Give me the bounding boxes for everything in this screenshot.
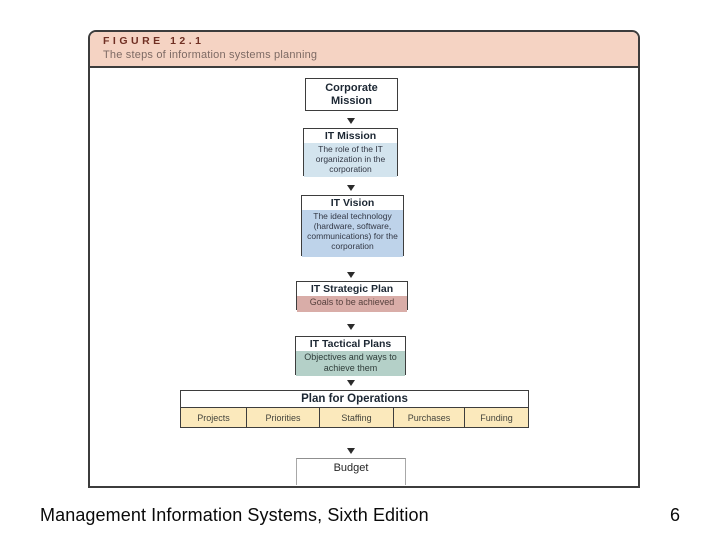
it-strategic-plan-box: IT Strategic Plan Goals to be achieved — [296, 281, 408, 313]
it-tactical-plans-box: IT Tactical Plans Objectives and ways to… — [295, 336, 406, 377]
footer-course-title: Management Information Systems, Sixth Ed… — [40, 505, 429, 525]
it-tactical-plans-body: Objectives and ways to achieve them — [296, 351, 405, 377]
down-arrow-icon — [347, 380, 355, 386]
plan-for-operations-cells: Projects Priorities Staffing Purchases F… — [181, 407, 528, 427]
budget-box: Budget — [296, 458, 406, 485]
budget-title: Budget — [333, 462, 369, 474]
it-strategic-plan-title: IT Strategic Plan — [310, 283, 394, 295]
down-arrow-icon — [347, 118, 355, 124]
it-mission-box: IT Mission The role of the IT organizati… — [303, 128, 398, 178]
ops-cell-staffing: Staffing — [319, 408, 393, 427]
figure-subheading: The steps of information systems plannin… — [103, 48, 318, 61]
it-vision-title: IT Vision — [330, 197, 375, 209]
it-mission-body: The role of the IT organization in the c… — [304, 143, 397, 178]
ops-cell-purchases: Purchases — [393, 408, 464, 427]
corporate-mission-box: Corporate Mission — [305, 78, 398, 111]
it-vision-box: IT Vision The ideal technology (hardware… — [301, 195, 404, 258]
it-tactical-plans-title: IT Tactical Plans — [309, 338, 392, 350]
ops-cell-funding: Funding — [464, 408, 528, 427]
ops-cell-priorities: Priorities — [246, 408, 319, 427]
figure-header: FIGURE 12.1 The steps of information sys… — [90, 32, 638, 68]
plan-for-operations-box: Plan for Operations Projects Priorities … — [180, 390, 529, 428]
ops-cell-projects: Projects — [181, 408, 246, 427]
footer-page-number: 6 — [669, 505, 680, 525]
down-arrow-icon — [347, 272, 355, 278]
down-arrow-icon — [347, 324, 355, 330]
it-mission-title: IT Mission — [324, 130, 377, 142]
corporate-mission-title: Corporate Mission — [325, 81, 378, 107]
down-arrow-icon — [347, 185, 355, 191]
it-strategic-plan-body: Goals to be achieved — [297, 296, 407, 313]
plan-for-operations-title: Plan for Operations — [301, 393, 408, 405]
it-vision-body: The ideal technology (hardware, software… — [302, 210, 403, 258]
figure-heading: FIGURE 12.1 — [103, 35, 205, 47]
down-arrow-icon — [347, 448, 355, 454]
